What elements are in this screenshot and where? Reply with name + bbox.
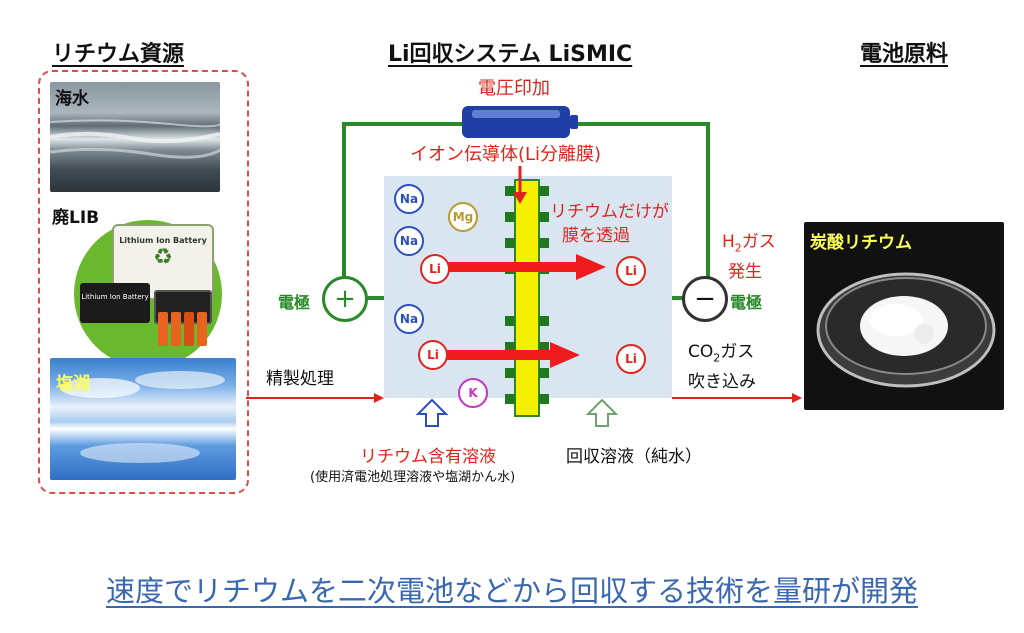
salt-lake-photo: [50, 358, 236, 480]
ion-na-1: Na: [394, 184, 424, 214]
voltage-label: 電圧印加: [478, 78, 550, 99]
h2-line2: 発生: [728, 262, 762, 283]
ion-na-3: Na: [394, 304, 424, 334]
product-label: 炭酸リチウム: [810, 233, 912, 253]
center-header: Li回収システム LiSMIC: [388, 42, 633, 67]
article-title-link[interactable]: 速度でリチウムを二次電池などから回収する技術を量研が開発: [105, 574, 918, 608]
battery-black: Lithium Ion Battery: [80, 283, 150, 323]
aa-batteries: [158, 312, 218, 346]
ion-li-2: Li: [418, 340, 448, 370]
ion-li-1: Li: [420, 254, 450, 284]
ion-li-right-1: Li: [616, 256, 646, 286]
anode-circle: +: [322, 276, 368, 322]
recovery-solution-label: 回収溶液（純水）: [566, 447, 702, 467]
ion-na-2: Na: [394, 226, 424, 256]
h2-prefix: H: [722, 232, 735, 252]
recovery-inflow-arrow: [585, 398, 619, 427]
salt-lake-label: 塩湖: [56, 374, 90, 394]
left-header: リチウム資源: [52, 42, 185, 67]
membrane: [514, 179, 540, 417]
only-lithium-line2: 膜を透過: [562, 226, 630, 246]
lithium-carbonate-photo: [804, 222, 1004, 410]
co2-sub: 2: [713, 351, 721, 365]
plus-sign: +: [334, 284, 356, 314]
minus-sign: −: [694, 284, 716, 314]
ion-mg: Mg: [448, 202, 478, 232]
co2-suffix: ガス: [720, 342, 755, 362]
only-lithium-label: リチウムだけが 膜を透過: [550, 200, 669, 248]
battery-body: [462, 106, 570, 138]
only-lithium-line1: リチウムだけが: [550, 202, 669, 222]
membrane-teeth: [505, 186, 549, 404]
co2-prefix: CO: [688, 342, 714, 362]
battery-pack-label: Lithium Ion Battery: [119, 236, 207, 245]
h2-label: H2ガス 発生: [722, 230, 776, 284]
refining-label: 精製処理: [266, 369, 334, 389]
electrode-left-label: 電極: [278, 293, 311, 312]
lib-label: 廃LIB: [52, 208, 100, 228]
co2-label: CO2ガス 吹き込み: [688, 340, 756, 394]
electrode-right-label: 電極: [730, 293, 763, 312]
h2-suffix: ガス: [741, 232, 776, 252]
battery-black-label: Lithium Ion Battery: [81, 293, 149, 301]
co2-line2: 吹き込み: [688, 372, 756, 393]
ion-k: K: [458, 378, 488, 408]
ion-li-right-2: Li: [616, 344, 646, 374]
sea-photo: [50, 82, 220, 192]
cathode-circle: −: [682, 276, 728, 322]
membrane-label: イオン伝導体(Li分離膜): [410, 144, 602, 165]
h2-sub: 2: [734, 241, 742, 255]
resource-box: [38, 70, 249, 494]
feed-note: (使用済電池処理溶液や塩湖かん水): [310, 470, 516, 485]
feed-solution-label: リチウム含有溶液: [360, 447, 496, 467]
right-header: 電池原料: [860, 42, 949, 67]
feed-inflow-arrow: [415, 398, 449, 427]
recycle-icon: ♻: [153, 245, 173, 270]
sea-label: 海水: [55, 89, 89, 109]
